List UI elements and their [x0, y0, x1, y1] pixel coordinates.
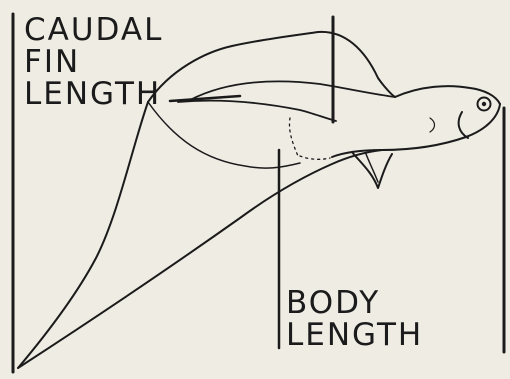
caudal-label-line-1: CAUDAL	[24, 14, 163, 46]
body-label-line-1: BODY	[286, 287, 423, 319]
gill-line	[459, 112, 468, 138]
caudal-fin-ray	[148, 102, 300, 168]
scale-dots	[289, 118, 330, 159]
caudal-label-line-3: LENGTH	[24, 78, 163, 110]
body-length-label: BODY LENGTH	[286, 287, 423, 351]
body-label-line-2: LENGTH	[286, 319, 423, 351]
caudal-fin-outline	[18, 102, 148, 368]
ventral-fin	[352, 152, 392, 188]
fish-pupil	[482, 102, 486, 106]
fin-mid-line	[178, 101, 336, 121]
gill-detail	[430, 118, 435, 132]
fish-body-lower	[332, 104, 500, 157]
caudal-fin-length-label: CAUDAL FIN LENGTH	[24, 14, 163, 110]
fish-body-upper	[395, 86, 500, 104]
caudal-label-line-2: FIN	[24, 46, 163, 78]
